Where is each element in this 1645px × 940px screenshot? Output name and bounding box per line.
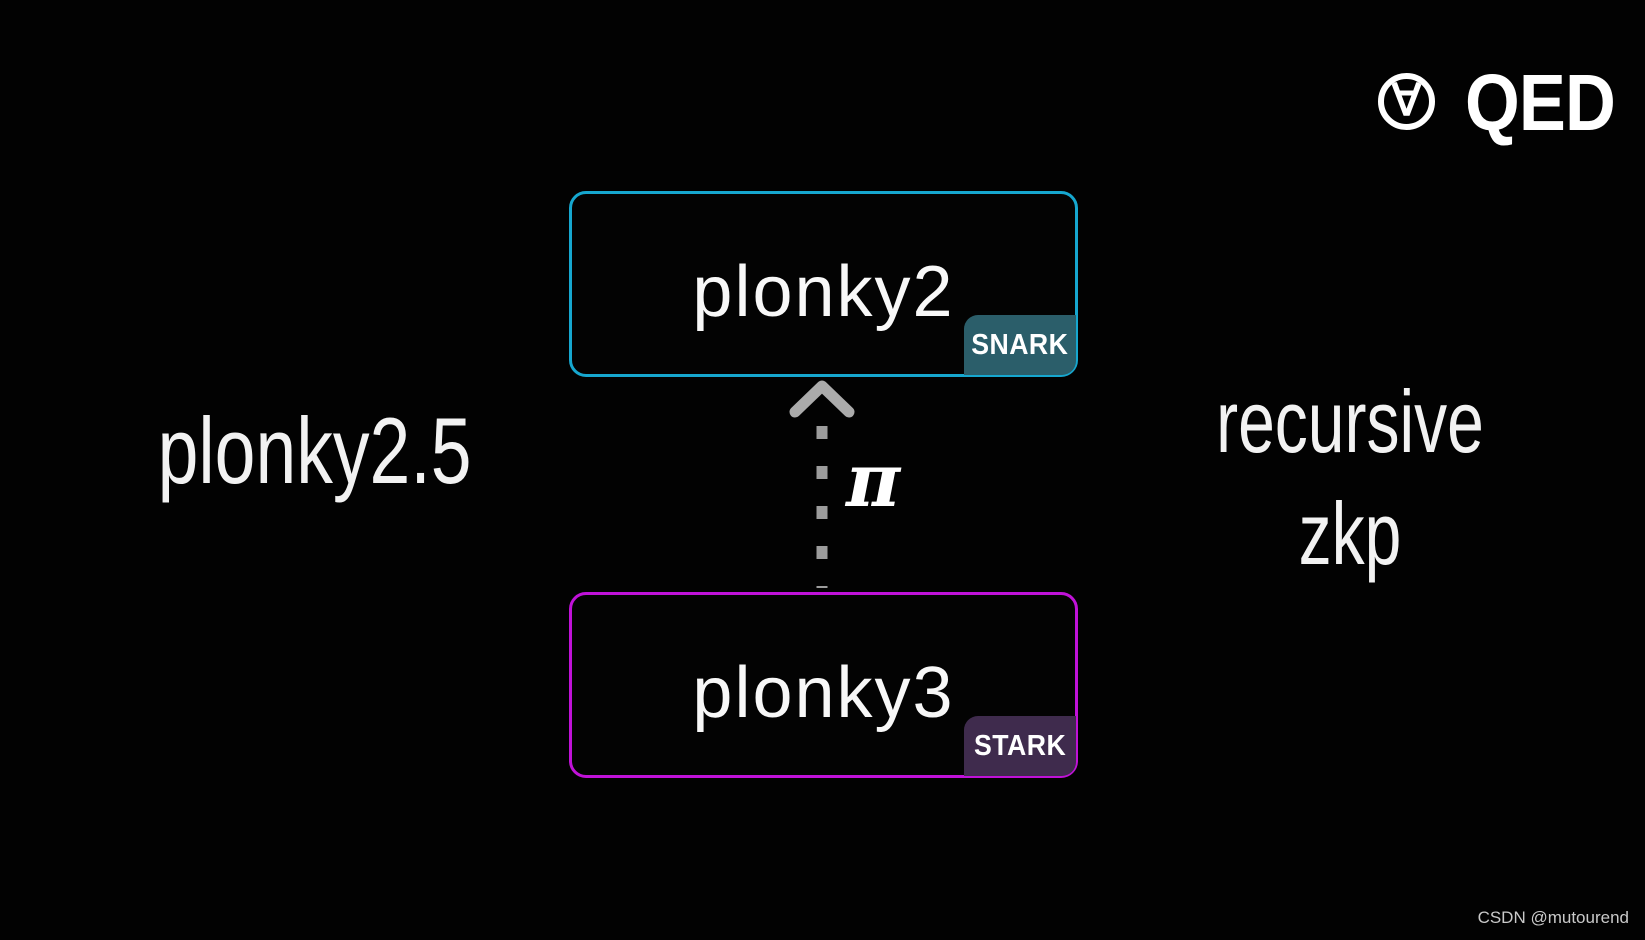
node-plonky3: plonky3 STARK: [569, 592, 1078, 778]
node-plonky2-label: plonky2: [692, 252, 955, 332]
annotation-recursive-zkp: recursive zkp: [1200, 366, 1500, 590]
annotation-plonky2-5: plonky2.5: [157, 398, 472, 503]
forall-symbol: ∀: [1391, 75, 1422, 125]
annotation-recursive-line: recursive: [1216, 372, 1484, 471]
snark-badge: SNARK: [964, 315, 1076, 375]
proof-arrow: [789, 380, 855, 588]
pi-proof-label: π: [846, 438, 901, 524]
csdn-watermark: CSDN @mutourend: [1477, 908, 1629, 927]
arrowhead-chevron-icon: [789, 380, 855, 418]
stark-badge-label: STARK: [973, 729, 1067, 762]
forall-circle-icon: ∀: [1378, 73, 1435, 130]
node-plonky2: plonky2 SNARK: [569, 191, 1078, 377]
snark-badge-label: SNARK: [971, 328, 1069, 361]
stark-badge: STARK: [964, 716, 1076, 776]
logo-wordmark: QED: [1465, 58, 1616, 147]
node-plonky3-label: plonky3: [692, 653, 955, 733]
annotation-zkp-line: zkp: [1298, 483, 1402, 583]
qed-logo: ∀ QED: [1378, 58, 1635, 148]
